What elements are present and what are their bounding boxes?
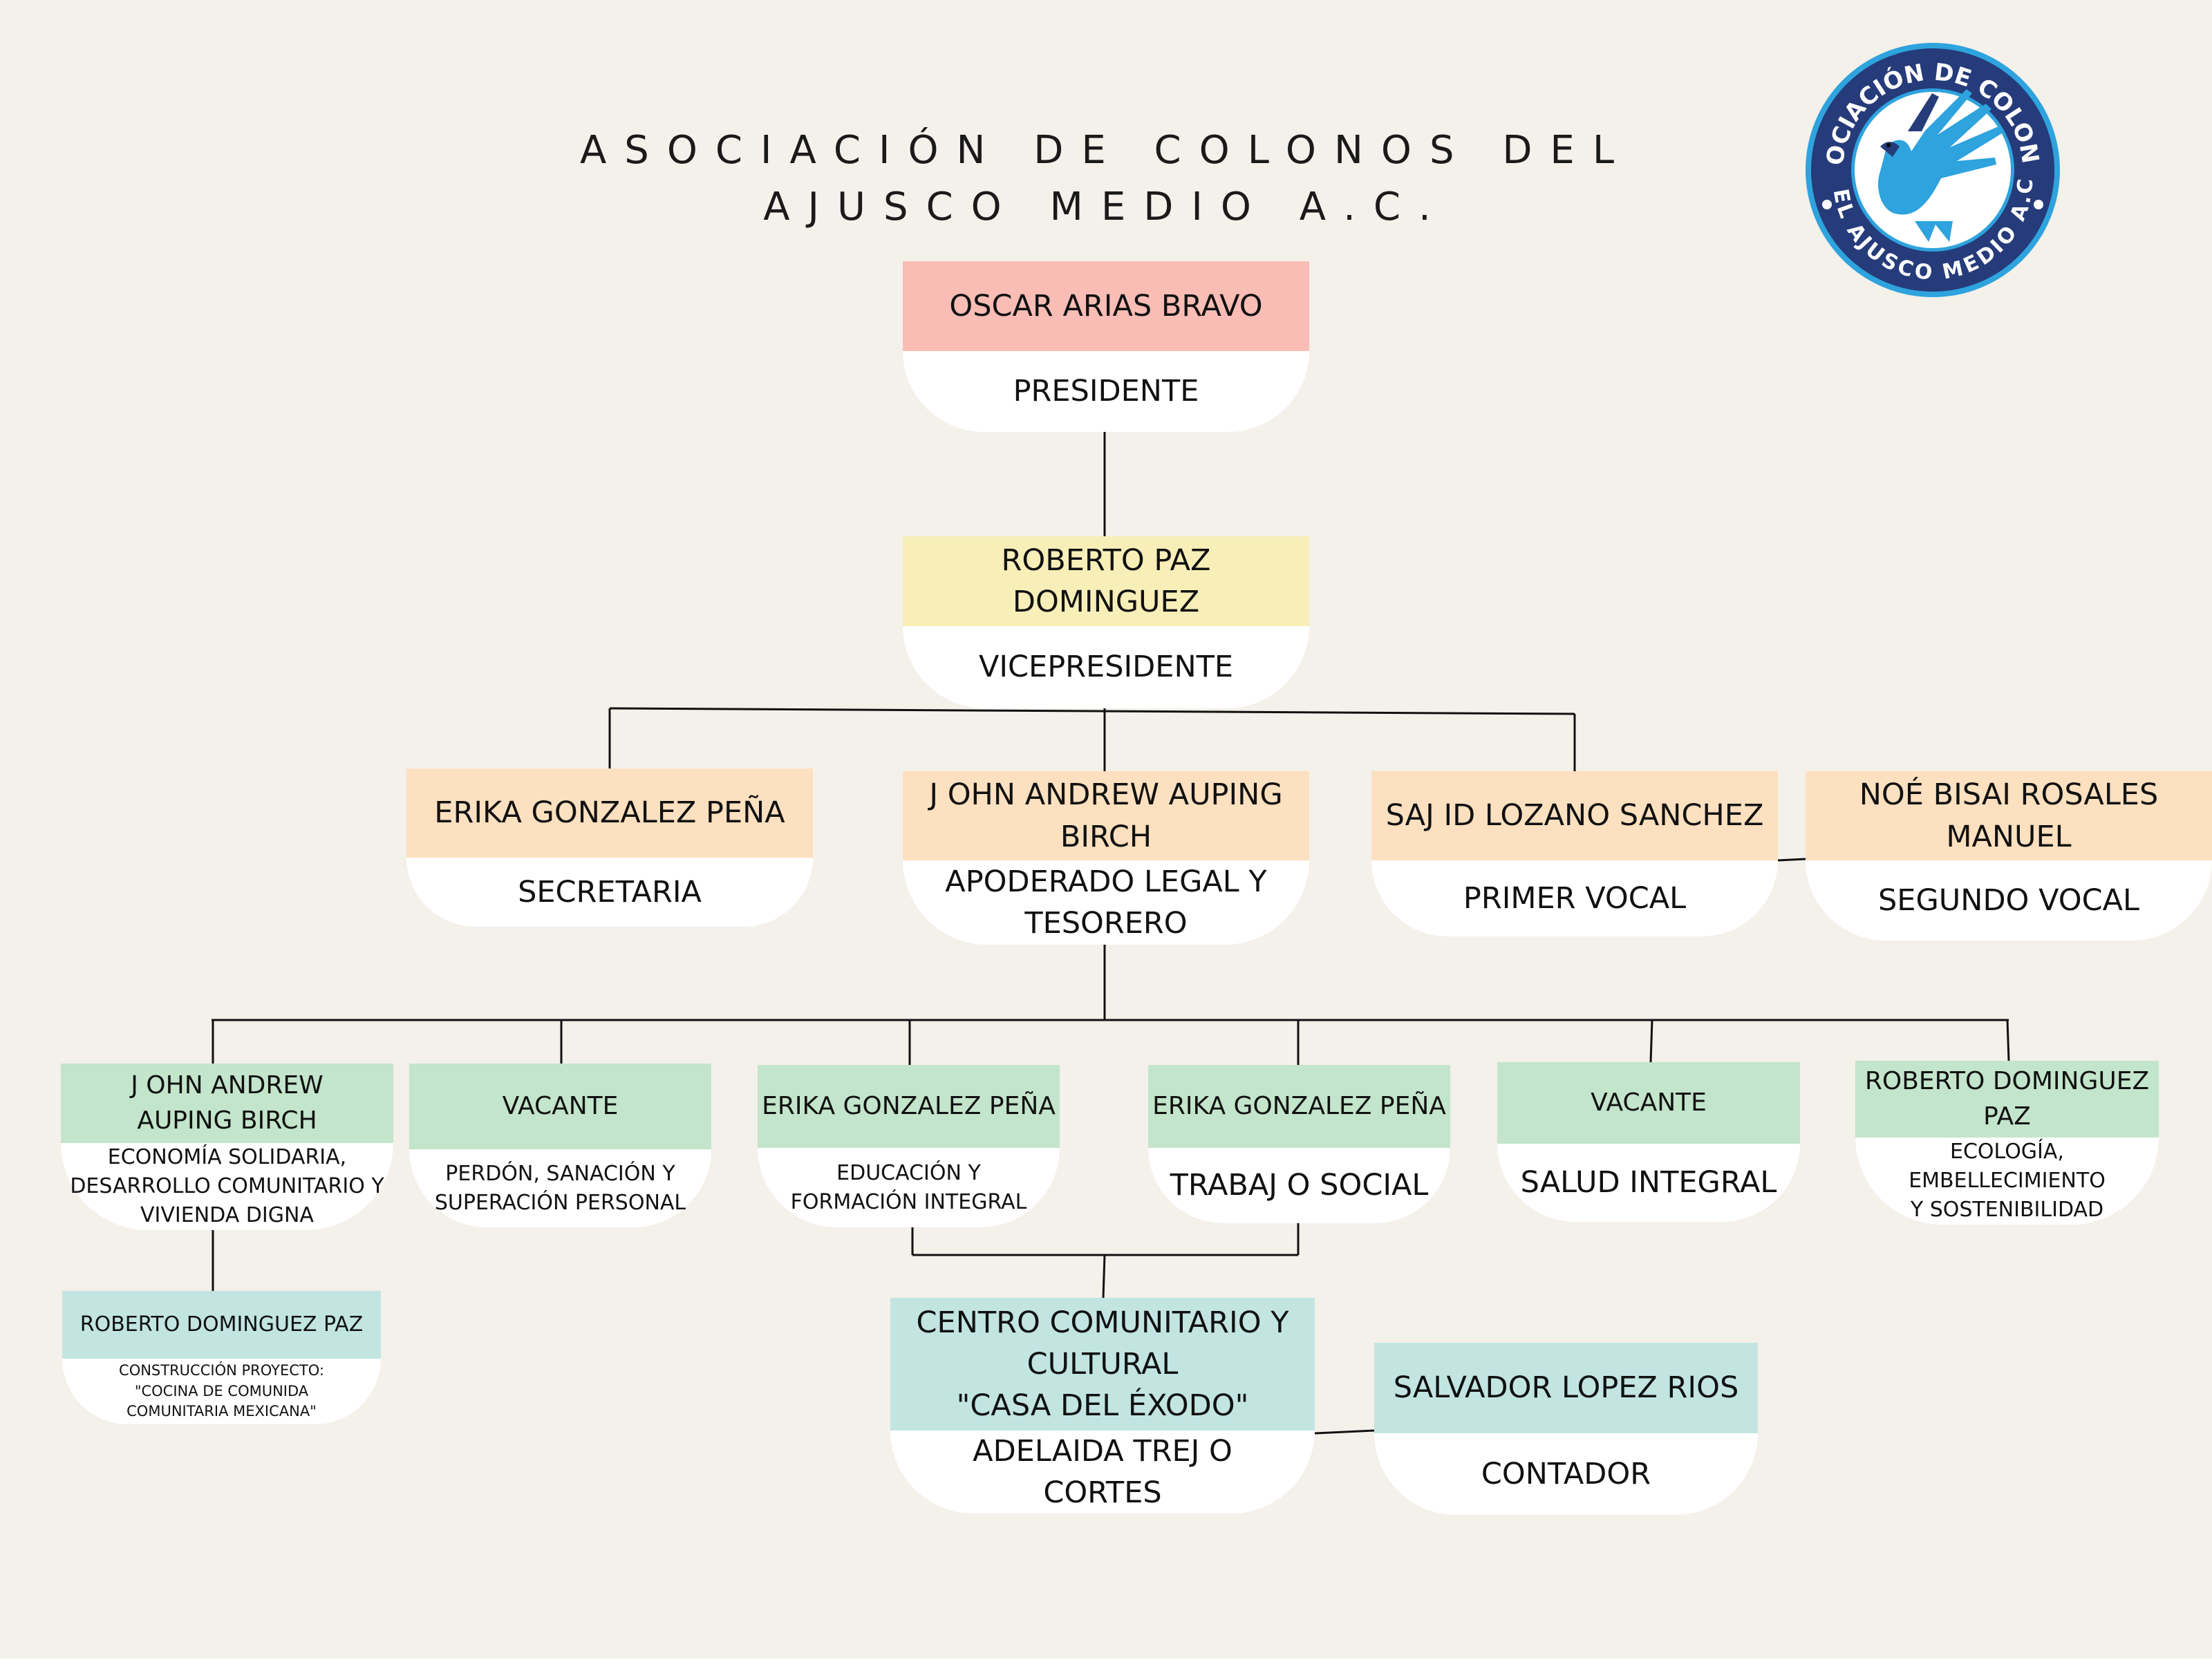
org-box-role: TRABAJ O SOCIAL: [1148, 1148, 1450, 1223]
org-box-name: SAJ ID LOZANO SANCHEZ: [1371, 771, 1778, 860]
org-box-role: PRESIDENTE: [903, 351, 1309, 432]
org-box-name: NOÉ BISAI ROSALES MANUEL: [1806, 771, 2212, 860]
org-box-name: ROBERTO DOMINGUEZ PAZ: [1855, 1061, 2159, 1138]
org-box-role: SECRETARIA: [406, 858, 813, 927]
org-box-name: ERIKA GONZALEZ PEÑA: [1148, 1065, 1450, 1148]
page-title-line-2: AJUSCO MEDIO A.C.: [763, 185, 1449, 229]
org-box-role: CONSTRUCCIÓN PROYECTO: "COCINA DE COMUNI…: [62, 1359, 381, 1424]
connector-line: [2006, 1019, 2010, 1061]
org-box-name: ROBERTO DOMINGUEZ PAZ: [62, 1291, 381, 1359]
org-box-name: OSCAR ARIAS BRAVO: [903, 261, 1309, 351]
page-footer-strip: [0, 1659, 2212, 1680]
org-box-role: SALUD INTEGRAL: [1497, 1144, 1800, 1222]
org-box-name: J OHN ANDREW AUPING BIRCH: [903, 771, 1309, 860]
org-box-role: SEGUNDO VOCAL: [1806, 860, 2212, 941]
org-box-role: ECONOMÍA SOLIDARIA, DESARROLLO COMUNITAR…: [61, 1143, 393, 1230]
org-box-role: VICEPRESIDENTE: [903, 626, 1309, 708]
org-box-role: EDUCACIÓN Y FORMACIÓN INTEGRAL: [758, 1148, 1060, 1227]
connector-line: [1102, 1254, 1106, 1299]
org-box-name: SALVADOR LOPEZ RIOS: [1374, 1343, 1758, 1433]
org-box-name: VACANTE: [409, 1064, 711, 1149]
org-box-role: APODERADO LEGAL Y TESORERO: [903, 860, 1309, 945]
hand-dove-icon: [1878, 89, 2002, 242]
org-box-role: ADELAIDA TREJ O CORTES: [890, 1430, 1315, 1513]
connector-line: [1777, 858, 1806, 862]
org-box-name: ROBERTO PAZ DOMINGUEZ: [903, 536, 1309, 626]
org-box-name: ERIKA GONZALEZ PEÑA: [758, 1065, 1060, 1148]
connector-line: [1649, 1019, 1653, 1063]
page-title-line-1: ASOCIACIÓN DE COLONOS DEL: [579, 128, 1633, 173]
association-logo: ASOCIACIÓN DE COLONOS DEL AJUSCO MEDIO A…: [1804, 41, 2060, 297]
org-box-role: CONTADOR: [1374, 1433, 1758, 1515]
org-box-name: VACANTE: [1497, 1062, 1800, 1144]
org-box-role: PRIMER VOCAL: [1371, 860, 1778, 936]
org-box-name: J OHN ANDREW AUPING BIRCH: [61, 1064, 393, 1143]
connector-line: [609, 707, 1575, 715]
org-box-centro-comunitario: CENTRO COMUNITARIO Y CULTURAL "CASA DEL …: [890, 1298, 1315, 1513]
connector-line: [1314, 1429, 1375, 1435]
org-box-name: ERIKA GONZALEZ PEÑA: [406, 768, 813, 858]
org-box-name: CENTRO COMUNITARIO Y CULTURAL "CASA DEL …: [890, 1298, 1315, 1431]
org-box-role: ECOLOGÍA, EMBELLECIMIENTO Y SOSTENIBILID…: [1855, 1138, 2159, 1225]
org-box-role: PERDÓN, SANACIÓN Y SUPERACIÓN PERSONAL: [409, 1149, 711, 1227]
